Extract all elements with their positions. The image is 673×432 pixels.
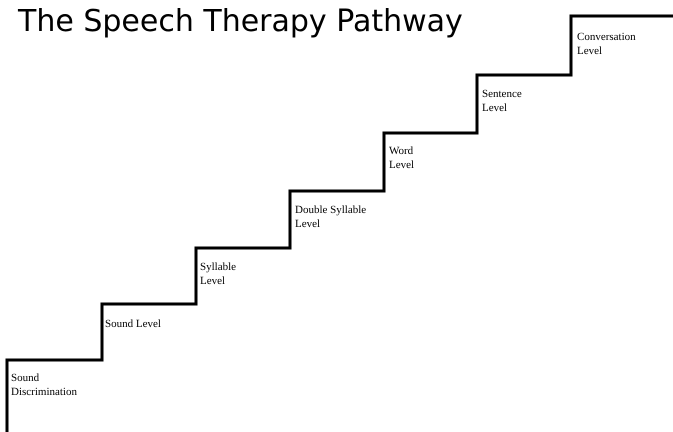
step-label-conversation-level: Conversation Level — [577, 31, 636, 58]
step-label-syllable-level: Syllable Level — [200, 261, 236, 288]
page-title: The Speech Therapy Pathway — [18, 4, 463, 39]
step-label-line: Double Syllable — [295, 204, 367, 216]
step-label-line: Level — [389, 158, 415, 171]
step-label-line: Sound — [11, 372, 40, 384]
step-label-line: Conversation — [577, 31, 636, 43]
staircase-polyline — [5, 14, 673, 432]
step-label-line: Level — [295, 217, 321, 230]
step-label-line: Syllable — [200, 261, 237, 273]
step-label-sound-discrimination: Sound Discrimination — [11, 372, 77, 399]
step-label-line: Discrimination — [11, 385, 77, 398]
step-label-line: Level — [200, 274, 226, 287]
step-label-line: Level — [482, 101, 508, 114]
step-label-double-syllable-level: Double Syllable Level — [295, 204, 366, 231]
step-label-sound-level: Sound Level — [105, 318, 161, 332]
step-label-line: Level — [577, 44, 603, 57]
step-label-word-level: Word Level — [389, 145, 414, 172]
step-label-line: Sound Level — [105, 318, 161, 330]
step-label-line: Sentence — [482, 88, 522, 100]
step-label-sentence-level: Sentence Level — [482, 88, 522, 115]
step-label-line: Word — [389, 145, 414, 157]
